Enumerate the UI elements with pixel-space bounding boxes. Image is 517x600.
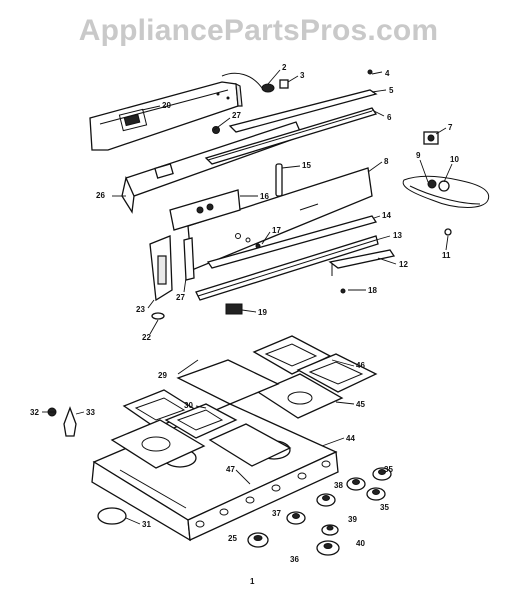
callout-16: 16 (260, 192, 269, 201)
part-15-rod (275, 163, 283, 197)
callout-29: 29 (158, 371, 167, 380)
leader-lines (42, 69, 453, 525)
part-7-fitting (423, 131, 439, 145)
callout-27b: 27 (176, 293, 185, 302)
callout-17: 17 (272, 226, 281, 235)
callout-14: 14 (382, 211, 391, 220)
callout-39: 39 (348, 515, 357, 524)
lower-trim-strip (195, 215, 379, 301)
part-19-screw (340, 288, 346, 294)
callout-38: 38 (334, 481, 343, 490)
callout-46: 46 (356, 361, 365, 370)
callout-7: 7 (448, 123, 453, 132)
callout-1: 1 (250, 577, 255, 586)
callout-37: 37 (272, 509, 281, 518)
callout-9: 9 (416, 151, 421, 160)
callout-23: 23 (136, 305, 145, 314)
callout-36: 36 (290, 555, 299, 564)
callout-2: 2 (282, 63, 287, 72)
callout-11: 11 (442, 251, 451, 260)
grate-center (164, 403, 238, 439)
part-2-connector (261, 83, 275, 93)
part-31-drip-bowl (97, 507, 127, 525)
callout-12: 12 (399, 260, 408, 269)
part-4-screw (367, 69, 373, 75)
callout-22: 22 (142, 333, 151, 342)
part-9-10-cord-assembly (402, 175, 490, 208)
backguard-rear-panel (89, 81, 243, 151)
callout-20: 20 (162, 101, 171, 110)
callout-25: 25 (228, 534, 237, 543)
callout-44: 44 (346, 434, 355, 443)
part-33-burner-tube (63, 406, 77, 437)
callout-33: 33 (86, 408, 95, 417)
callout-27a: 27 (232, 111, 241, 120)
part-28-switch (225, 303, 243, 315)
callout-40: 40 (356, 539, 365, 548)
callout-6: 6 (387, 113, 392, 122)
part-3-block (279, 79, 289, 89)
callout-13: 13 (393, 231, 402, 240)
callout-45: 45 (356, 400, 365, 409)
callout-26: 26 (96, 191, 105, 200)
callout-18: 18 (368, 286, 377, 295)
callout-47: 47 (226, 465, 235, 474)
callout-15: 15 (302, 161, 311, 170)
top-trim-bar (204, 89, 378, 165)
burner-cover-45 (256, 373, 344, 419)
grate-left-front (110, 419, 206, 469)
grate-right-far (296, 353, 378, 393)
callout-35a: 35 (384, 465, 393, 474)
callout-19: 19 (258, 308, 267, 317)
part-11-screw (444, 228, 452, 236)
handle-12 (328, 249, 396, 276)
side-bracket (149, 235, 195, 302)
callout-labels: 2 3 4 5 6 7 8 9 10 11 12 13 14 15 16 17 … (30, 63, 459, 586)
part-22-washer (151, 312, 165, 320)
callout-35b: 35 (380, 503, 389, 512)
center-cover-plate (176, 359, 280, 405)
callout-32: 32 (30, 408, 39, 417)
wire-harness (221, 72, 263, 89)
callout-8: 8 (384, 157, 389, 166)
watermark-text: AppliancePartsPros.com (78, 14, 439, 47)
callout-4: 4 (385, 69, 390, 78)
control-knobs (247, 467, 392, 556)
callout-30: 30 (184, 401, 193, 410)
callout-31: 31 (142, 520, 151, 529)
switch-plate (169, 189, 241, 231)
griddle-cover (208, 423, 292, 467)
callout-5: 5 (389, 86, 394, 95)
callout-10: 10 (450, 155, 459, 164)
callout-3: 3 (300, 71, 305, 80)
